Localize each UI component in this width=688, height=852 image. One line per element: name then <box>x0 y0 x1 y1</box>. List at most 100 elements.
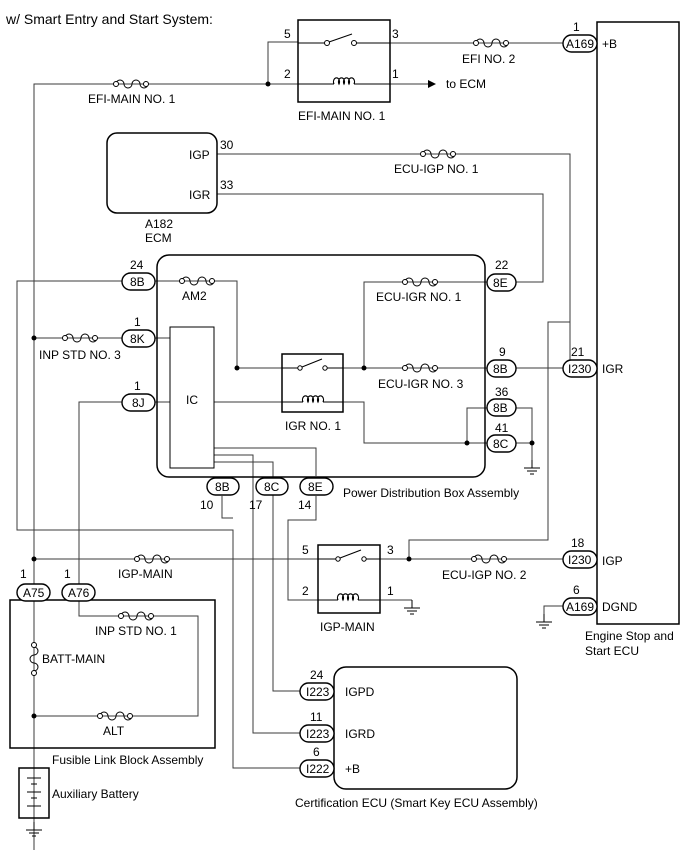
fuse-label: ECU-IGP NO. 1 <box>394 162 479 176</box>
pin-number: 1 <box>20 567 27 581</box>
ecu-terminal-label: DGND <box>602 600 638 614</box>
pin-number: 24 <box>130 258 144 272</box>
connector-label: A169 <box>566 600 594 614</box>
fuse-label: ECU-IGR NO. 1 <box>376 290 462 304</box>
ecu-terminal-label: IGP <box>602 554 623 568</box>
pin-number: 30 <box>220 138 234 152</box>
fuse-label: EFI NO. 2 <box>462 52 516 66</box>
pin-number: 1 <box>134 379 141 393</box>
ecm-block: IGP IGR 30 33 A182 ECM <box>106 132 234 245</box>
pin-number: 11 <box>310 710 323 724</box>
pin-number: 24 <box>310 668 324 682</box>
fuse-label: ALT <box>103 724 125 738</box>
connector-label: I222 <box>306 762 330 776</box>
ecm-code: A182 <box>145 217 173 231</box>
pin-number: 5 <box>302 543 309 557</box>
ecu-terminal-label: IGPD <box>345 685 375 699</box>
fuse-label: IGP-MAIN <box>118 567 173 581</box>
pin-number: 18 <box>571 536 585 550</box>
pin-number: 21 <box>571 345 585 359</box>
connector-label: 8E <box>308 480 323 494</box>
ecu-name: Engine Stop and <box>585 629 674 643</box>
ic-label: IC <box>186 393 198 407</box>
relay-igp-main: 5 2 3 1 IGP-MAIN <box>302 543 394 634</box>
connector-label: 8C <box>264 480 280 494</box>
ecm-igp-label: IGP <box>189 148 210 162</box>
connector-label: 8C <box>493 437 509 451</box>
pin-number: 36 <box>495 385 509 399</box>
ground-symbol <box>523 459 541 475</box>
ecu-terminal-label: +B <box>602 37 617 51</box>
pin-number: 2 <box>284 67 291 81</box>
pin-number: 1 <box>64 567 71 581</box>
pin-number: 3 <box>392 27 399 41</box>
pin-number: 41 <box>495 421 509 435</box>
connector-label: 8B <box>493 362 508 376</box>
pin-number: 2 <box>302 584 309 598</box>
power-distribution-box: IC IGR NO. 1 Power Distribution Box Asse… <box>156 254 519 500</box>
connector-label: 8B <box>493 401 508 415</box>
relay-name: IGR NO. 1 <box>285 419 341 433</box>
fuse-label: ECU-IGR NO. 3 <box>378 377 464 391</box>
fusible-link-name: Fusible Link Block Assembly <box>52 753 203 767</box>
ecm-igr-label: IGR <box>189 188 211 202</box>
ecu-terminal-label: IGRD <box>345 727 375 741</box>
fusible-link-block: A75 A76 1 1 Fusible Link Block Assembly <box>9 567 216 767</box>
ecm-name: ECM <box>145 231 172 245</box>
junctions <box>31 81 535 719</box>
connector-label: I230 <box>568 362 592 376</box>
pin-number: 9 <box>499 345 506 359</box>
engine-stop-start-ecu: A169 I230 I230 A169 1 21 18 6 +B IGR IGP… <box>562 20 680 658</box>
pin-number: 1 <box>573 20 580 34</box>
ground-symbol <box>535 613 553 629</box>
pin-number: 1 <box>134 315 141 329</box>
to-ecm-label: to ECM <box>446 77 486 91</box>
ecu-terminal-label: +B <box>345 762 360 776</box>
relay-efi-main-no1: 5 2 3 1 to ECM EFI-MAIN NO. 1 <box>284 19 486 123</box>
pin-number: 1 <box>387 584 394 598</box>
pin-number: 10 <box>200 498 214 512</box>
connectors: 8B 8K 8J 8E 8B 8B 8C 8B 8C 8E <box>121 272 517 496</box>
connector-label: I223 <box>306 727 330 741</box>
pin-number: 17 <box>249 498 263 512</box>
fuse-label: INP STD NO. 1 <box>95 624 177 638</box>
connector-label: 8B <box>130 275 145 289</box>
fuse-label: EFI-MAIN NO. 1 <box>88 92 176 106</box>
pin-number: 22 <box>495 258 509 272</box>
connector-label: 8J <box>132 396 145 410</box>
connector-label: I230 <box>568 553 592 567</box>
ground-symbol <box>403 599 421 615</box>
connector-label: A75 <box>23 586 45 600</box>
arrow-icon <box>428 80 436 88</box>
auxiliary-battery: Auxiliary Battery <box>18 767 139 819</box>
pin-number: 6 <box>313 745 320 759</box>
pin-number: 33 <box>220 178 234 192</box>
connector-label: I223 <box>306 685 330 699</box>
ecu-name: Start ECU <box>585 644 639 658</box>
pin-number: 14 <box>298 498 312 512</box>
fuse-label: AM2 <box>182 289 207 303</box>
ecu-terminal-label: IGR <box>602 362 624 376</box>
pin-number: 3 <box>387 543 394 557</box>
fuse-label: BATT-MAIN <box>42 652 105 666</box>
diagram-heading: w/ Smart Entry and Start System: <box>5 11 213 27</box>
connector-label: 8B <box>215 480 230 494</box>
cert-ecu-name: Certification ECU (Smart Key ECU Assembl… <box>295 796 538 810</box>
certification-ecu: I223 I223 I222 24 11 6 IGPD IGRD +B Cert… <box>295 666 538 810</box>
connector-label: A169 <box>566 37 594 51</box>
pin-number: 6 <box>573 583 580 597</box>
pin-number: 1 <box>392 67 399 81</box>
relay-name: EFI-MAIN NO. 1 <box>298 109 386 123</box>
connector-label: 8K <box>130 332 145 346</box>
connector-label: A76 <box>68 586 90 600</box>
wires <box>16 41 571 850</box>
connector-label: 8E <box>493 276 508 290</box>
pdb-name: Power Distribution Box Assembly <box>343 486 519 500</box>
battery-name: Auxiliary Battery <box>52 787 139 801</box>
fuse-label: INP STD NO. 3 <box>39 348 121 362</box>
fuse-label: ECU-IGP NO. 2 <box>442 568 527 582</box>
relay-name: IGP-MAIN <box>320 620 375 634</box>
pin-number: 5 <box>284 27 291 41</box>
pdb-pins: 24 1 1 22 9 36 41 10 17 14 <box>130 258 509 512</box>
